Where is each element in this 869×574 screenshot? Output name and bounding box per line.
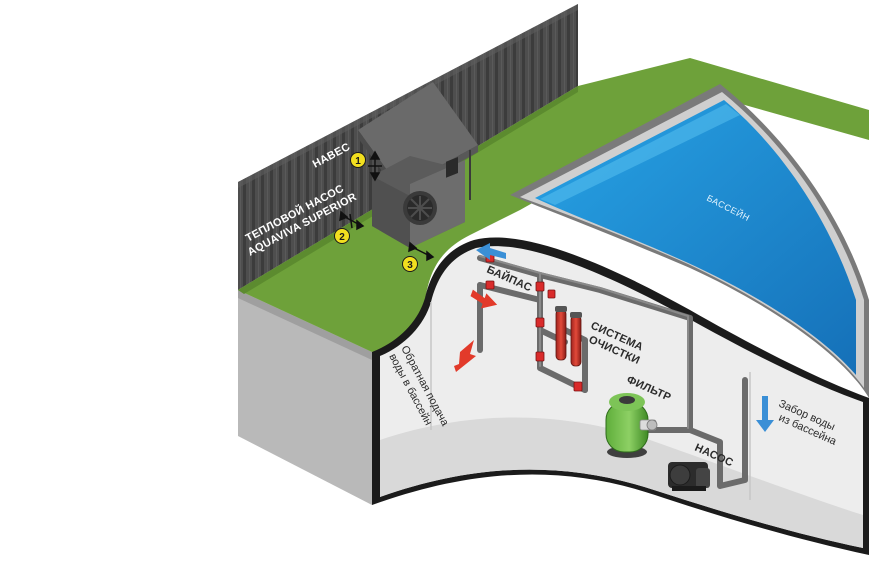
heat-pump-unit [372, 156, 465, 248]
ground-block [238, 290, 372, 505]
svg-text:1: 1 [355, 156, 361, 167]
badge-3: 3 [402, 256, 418, 272]
svg-text:3: 3 [407, 260, 413, 271]
badge-1: 1 [350, 152, 366, 168]
pipework-highlights [479, 255, 689, 429]
svg-text:2: 2 [339, 232, 345, 243]
flow-arrow-icon [454, 243, 774, 432]
double-arrow-icon [368, 150, 382, 182]
double-arrow-icon [408, 241, 435, 262]
sand-filter [605, 393, 658, 458]
cleaning-system [555, 306, 582, 367]
pool-water [535, 100, 856, 375]
valves [485, 253, 583, 392]
circulation-pump [668, 462, 710, 491]
badge-2: 2 [334, 228, 350, 244]
double-arrow-icon [339, 210, 365, 231]
